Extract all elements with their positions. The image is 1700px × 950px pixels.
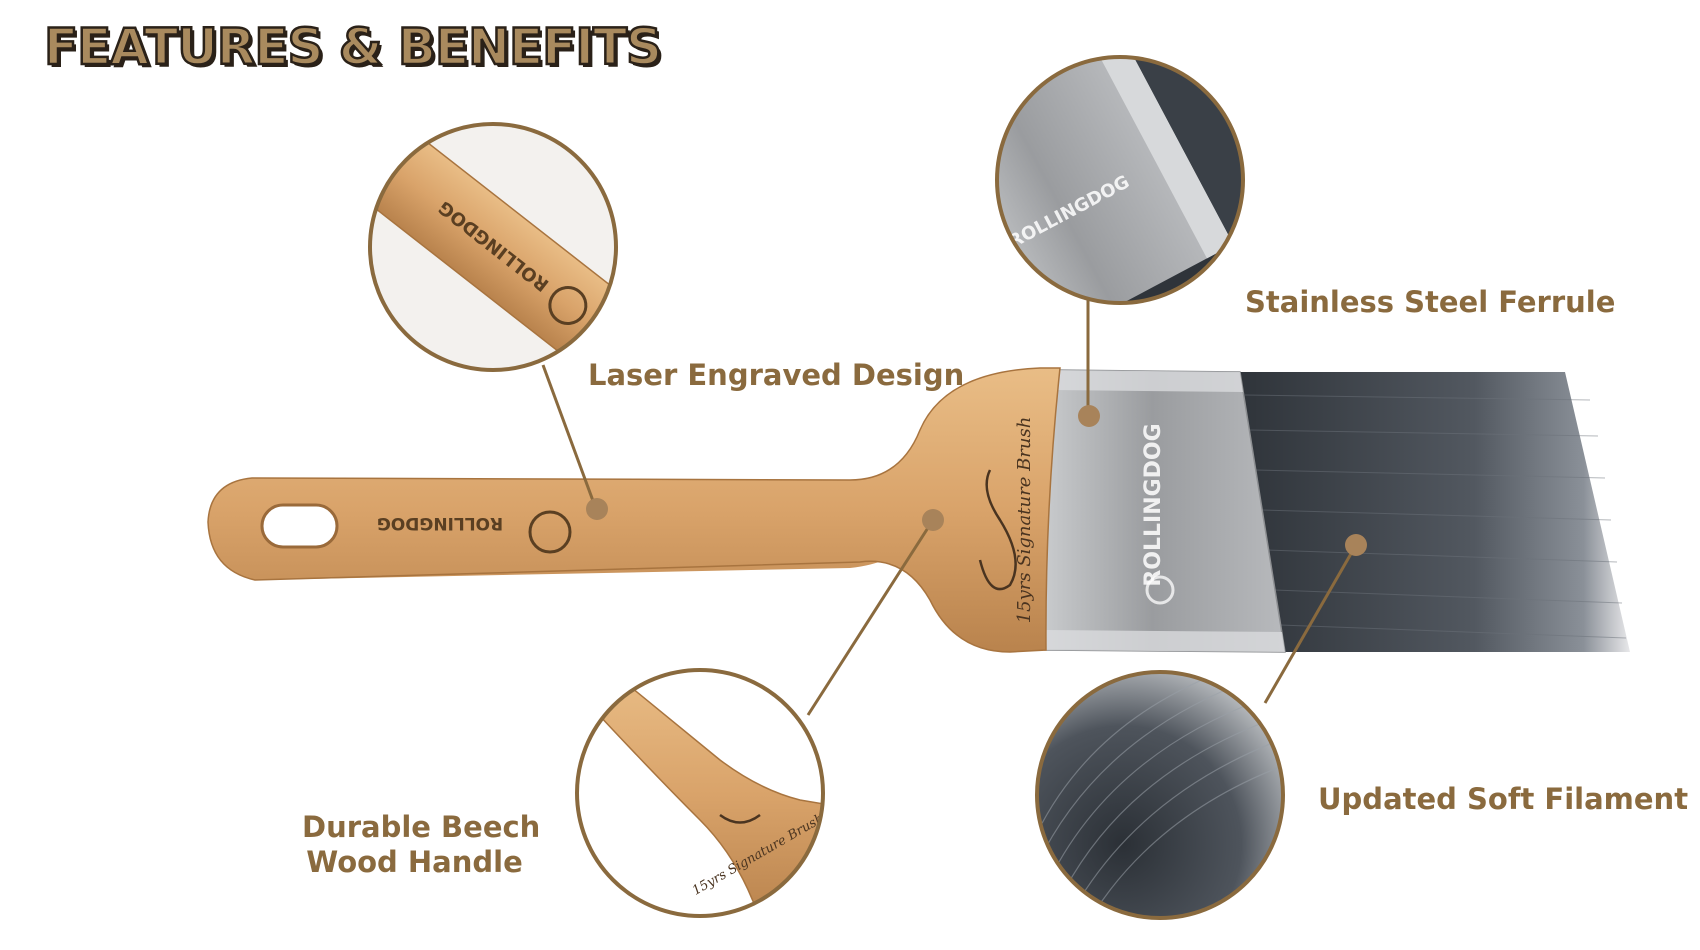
ferrule-logo-icon	[1145, 575, 1175, 605]
label-wood-handle-line2: Wood Handle	[306, 844, 523, 879]
label-stainless-ferrule: Stainless Steel Ferrule	[1245, 285, 1616, 319]
brush-handle: ROLLINGDOG 15yrs Signature Brush	[207, 367, 1061, 653]
zoom-laser-engraving: ROLLINGDOG	[368, 122, 618, 372]
label-soft-filament: Updated Soft Filament	[1318, 782, 1689, 816]
label-laser-engraved: Laser Engraved Design	[588, 358, 965, 392]
features-heading: FEATURES & BENEFITS	[43, 18, 664, 76]
label-wood-handle-line1: Durable Beech	[302, 810, 541, 844]
ferrule-brand-text: ROLLINGDOG	[1141, 423, 1166, 586]
handle-logo-icon	[528, 510, 572, 554]
signature-mark	[978, 469, 1017, 591]
connector-dots	[586, 405, 1367, 556]
zoom-wood-handle: 15yrs Signature Brush	[575, 668, 825, 918]
connector-lines	[541, 300, 1358, 716]
label-wood-handle: Durable Beech Wood Handle	[302, 810, 541, 880]
handle-series-text: 15yrs Signature Brush	[1014, 417, 1035, 624]
zoom-soft-filament	[1035, 670, 1285, 920]
zoom-ferrule: ROLLINGDOG	[995, 55, 1245, 305]
bristles	[1240, 372, 1630, 652]
handle-brand-text: ROLLINGDOG	[377, 513, 503, 533]
